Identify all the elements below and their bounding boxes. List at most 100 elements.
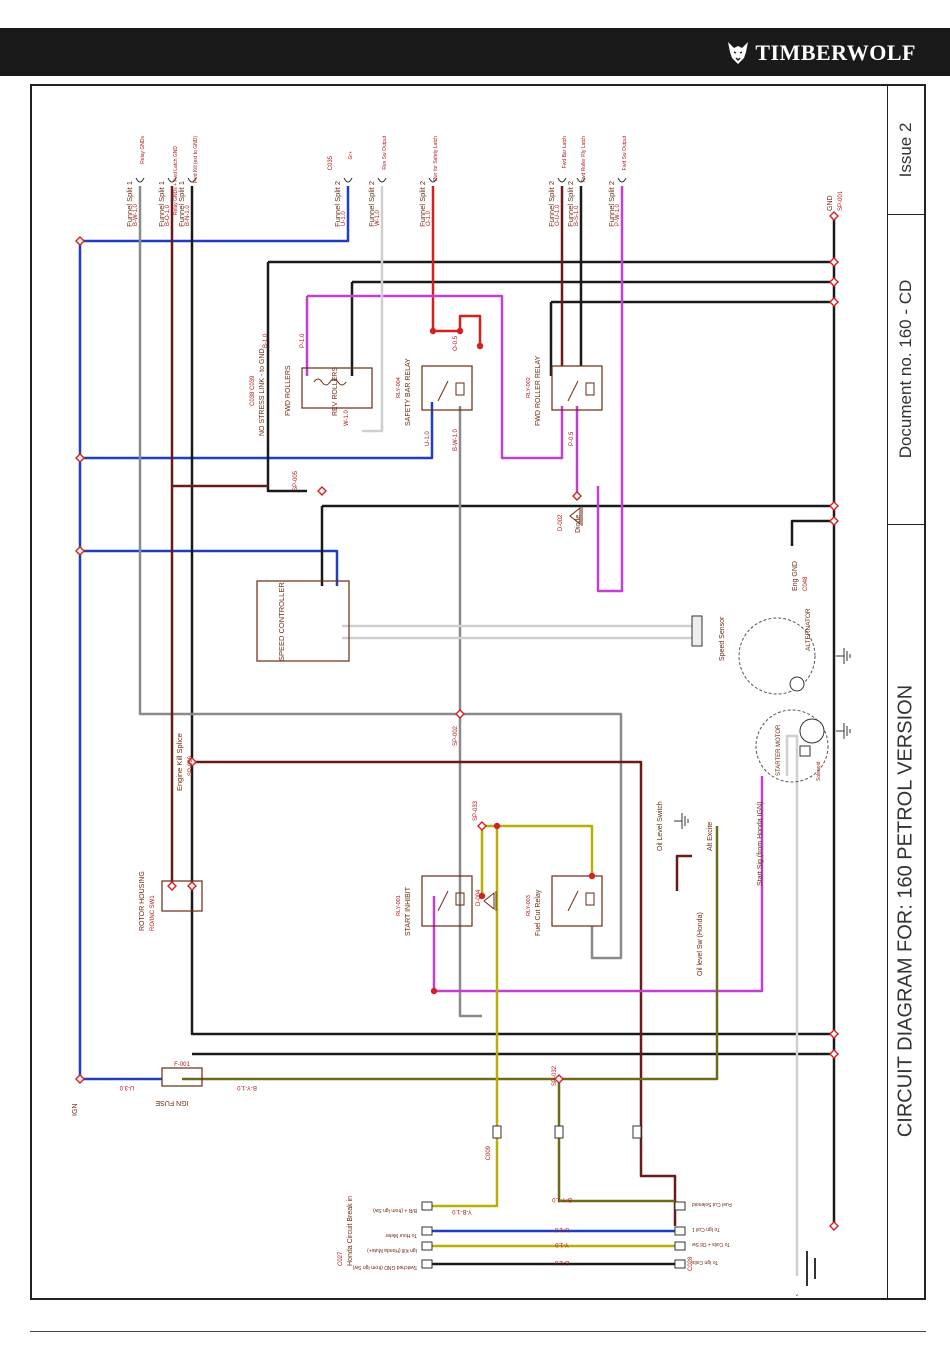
node-20 xyxy=(167,881,177,891)
speed-sensor-icon xyxy=(691,615,703,647)
relay-coil-2 xyxy=(455,892,465,906)
black-no-stress-wire xyxy=(266,262,307,493)
label-honda_break: Honda Circuit Break in xyxy=(347,1196,354,1266)
node-18 xyxy=(317,486,327,496)
o-0-5-red-wire xyxy=(458,314,482,346)
drawing-frame: Issue 2 Document no. 160 - CD CIRCUIT DI… xyxy=(30,84,926,1300)
label-w_u3: U-3.0 xyxy=(119,1084,134,1090)
label-sub_fwd_kill: Fwd Kill (ext to GND) xyxy=(193,136,199,183)
brand-logo: TIMBERWOLF xyxy=(725,38,916,66)
component-layer xyxy=(75,177,851,1286)
no-stress-link-label: NO STRESS LINK - to GND xyxy=(259,348,266,436)
pin-2 xyxy=(476,342,484,350)
starter-motor-housing xyxy=(755,709,829,783)
label-sp033: SP-033 xyxy=(473,800,479,821)
label-w_o1: O-1.0 xyxy=(426,210,432,226)
label-battery: Battery xyxy=(794,1294,819,1296)
funnel-split-1-c-label: Funnel Split 1 xyxy=(177,181,186,227)
document-cell: Document no. 160 - CD xyxy=(888,214,924,525)
motor-m-icon xyxy=(799,718,825,744)
ground-icon-0 xyxy=(836,648,851,664)
label-gnd: GND xyxy=(827,195,834,211)
funnel-split-2-f-label: Funnel Split 2 xyxy=(607,181,616,227)
node-7 xyxy=(829,297,839,307)
pin-1 xyxy=(456,327,464,335)
node-11 xyxy=(829,1049,839,1059)
grey-sp002-wire xyxy=(458,406,482,1018)
label-w_by1: B-Y-1.0 xyxy=(236,1084,256,1090)
node-5 xyxy=(829,257,839,267)
label-h4: B/R + (from Ign Sw) xyxy=(373,1207,417,1213)
o-1-0-red-wire xyxy=(431,186,460,333)
label-h3: To Hour Meter xyxy=(385,1232,417,1238)
relay-coil-0 xyxy=(455,382,465,396)
p-w-1-0-purple-wire xyxy=(596,186,624,593)
header-bar: TIMBERWOLF xyxy=(0,28,950,76)
label-sub_fwd_bar: Fwd Bar Latch xyxy=(562,136,568,168)
node-14 xyxy=(455,709,465,719)
label-alternator: ALTERNATOR xyxy=(805,608,812,651)
label-r2: To Ign Coil 1 xyxy=(692,1226,720,1232)
label-fuel_cut: Fuel Cut Relay xyxy=(535,889,542,936)
label-w_bw1: B-W-1.0 xyxy=(133,203,139,226)
label-c035: C035 xyxy=(328,155,334,170)
label-c009: C009 xyxy=(486,1145,492,1160)
funnel-pin-0 xyxy=(135,177,145,183)
label-sp005: SP-005 xyxy=(293,470,299,491)
c028-pin-0 xyxy=(674,1201,686,1211)
engine-kill-brown-wire xyxy=(192,760,677,1226)
ign-fuse-box xyxy=(161,1067,203,1087)
node-16 xyxy=(554,1074,564,1084)
w-1-0-white-wire xyxy=(362,186,384,433)
roller-coil-symbol xyxy=(313,378,347,386)
solenoid-icon xyxy=(799,745,811,757)
footer-rule xyxy=(30,1331,926,1332)
c027-pin-2 xyxy=(421,1241,433,1251)
eng-gnd-wire xyxy=(790,519,834,546)
node-3 xyxy=(75,1074,85,1084)
issue-cell: Issue 2 xyxy=(888,86,924,215)
label-wu: U-1.0 xyxy=(554,1226,569,1232)
label-sub_vrx: Gr+ xyxy=(348,151,354,160)
battery-white-wire xyxy=(785,734,799,1276)
label-w_bn1: B-N-1.0 xyxy=(185,205,191,226)
label-w_ou1: O-U-1.0 xyxy=(555,204,561,226)
diode-d004-symbol xyxy=(483,891,497,911)
funnel-split-2-a-label: Funnel Split 2 xyxy=(333,181,342,227)
label-sub_fwd_relay: Fwd Roller Rly Latch xyxy=(581,136,587,182)
funnel-pin-6 xyxy=(557,177,567,183)
label-wby: B-Y-1.0 xyxy=(551,1196,571,1202)
c009-pin-0 xyxy=(492,1125,502,1139)
fwd-rev-rollers-box xyxy=(301,367,373,409)
node-1 xyxy=(75,453,85,463)
label-r3: To Coils + Oil Sw xyxy=(692,1241,730,1247)
ground-icon-1 xyxy=(836,723,851,739)
funnel-pin-7 xyxy=(576,177,586,183)
label-fwd_relay: FWD ROLLER RELAY xyxy=(535,355,542,426)
label-c038: C038 C039 xyxy=(250,375,256,406)
label-rly002: RLY-002 xyxy=(526,377,532,398)
wolf-head-icon xyxy=(728,41,749,64)
node-10 xyxy=(829,1029,839,1039)
label-w_p1: P-1.0 xyxy=(300,333,306,348)
oil-switch-wire xyxy=(675,854,692,891)
engine-kill-splice-label: Engine Kill Splice xyxy=(175,733,184,791)
alternator-housing xyxy=(738,617,816,695)
label-speed_sensor: Speed Sensor xyxy=(719,616,726,661)
label-w_w1: W-1.0 xyxy=(375,209,381,226)
c027-pin-0 xyxy=(421,1201,433,1211)
label-sp002: SP-002 xyxy=(453,725,459,746)
label-wy1: Y-B-1.0 xyxy=(451,1208,471,1214)
label-safety_relay: SAFETY BAR RELAY xyxy=(405,358,412,426)
node-2 xyxy=(75,546,85,556)
document-number: Document no. 160 - CD xyxy=(896,279,915,459)
funnel-pin-8 xyxy=(617,177,627,183)
ground-icon-2 xyxy=(674,813,689,829)
node-4 xyxy=(829,211,839,221)
label-rotor2: RO/INC SW1 xyxy=(150,895,156,931)
label-d002: D-002 xyxy=(558,514,564,531)
label-w_b1: B-1.0 xyxy=(263,333,269,348)
wire-layer xyxy=(78,186,836,1276)
